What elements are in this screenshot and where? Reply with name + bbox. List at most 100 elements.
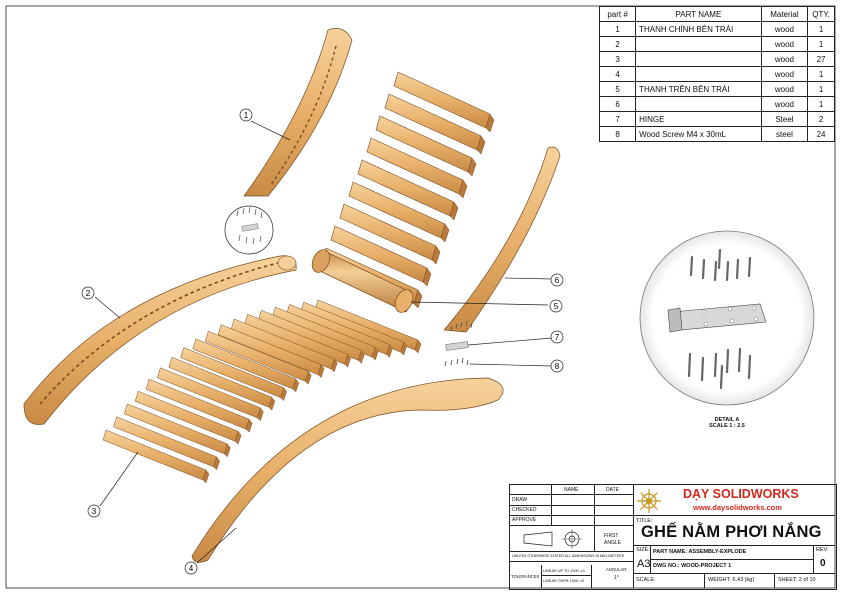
sheet-border <box>5 5 836 589</box>
seat-slat <box>157 367 264 422</box>
tb-row-approve: APPROVE <box>512 517 537 523</box>
screw-mark <box>450 325 453 332</box>
bom-qty: 1 <box>807 36 835 52</box>
balloon: 2 <box>81 286 95 300</box>
balloon: 7 <box>550 330 564 344</box>
balloon-number: 3 <box>92 507 97 516</box>
back-slat <box>330 225 432 287</box>
part-1-main-left-rail <box>23 255 297 425</box>
bom-part-num: 7 <box>598 111 637 127</box>
seat-slat <box>124 403 231 458</box>
tb-note: UNLESS OTHERWISE STATED ALL DIMENSIONS I… <box>512 554 625 558</box>
screw-mark <box>444 360 447 367</box>
bom-qty: 1 <box>807 81 835 97</box>
bom-part-num: 6 <box>598 96 637 112</box>
screw-mark <box>747 354 752 380</box>
tb-col-name: NAME <box>564 487 579 493</box>
seat-slat <box>230 318 338 373</box>
bom-material: steel <box>760 126 809 142</box>
screw-mark <box>259 235 262 243</box>
brand-name: DẠY SOLIDWORKS <box>683 487 799 501</box>
part-8-wood-screws <box>444 320 473 367</box>
tb-tolerance-label: TOLERANCES <box>511 574 540 579</box>
bom-material: wood <box>760 81 809 97</box>
bom-part-num: 1 <box>598 21 637 37</box>
bom-part-num: 2 <box>598 36 637 52</box>
detail-a-view <box>639 230 815 406</box>
bom-material: wood <box>760 36 809 52</box>
screw-mark <box>735 258 740 280</box>
screw-mark <box>242 207 245 215</box>
balloon-circle <box>87 504 101 518</box>
screw-mark <box>238 234 241 242</box>
screw-mark <box>252 237 255 245</box>
seat-slat <box>145 378 253 433</box>
bom-material: wood <box>760 21 809 37</box>
balloon-number: 1 <box>244 111 249 120</box>
bom-qty: 1 <box>807 21 835 37</box>
tb-col-date: DATE <box>606 487 619 493</box>
projection-symbol <box>523 529 582 549</box>
bom-material: Steel <box>760 111 809 127</box>
balloon-number: 4 <box>189 564 194 573</box>
detail-caption-scale: SCALE 1 : 2.5 <box>709 423 745 429</box>
back-slat <box>375 115 477 177</box>
screw-mark <box>455 323 458 330</box>
tb-angular-value: 1° <box>614 575 619 581</box>
bom-material: wood <box>760 96 809 112</box>
balloon-circle <box>549 299 563 313</box>
screw-mark <box>689 255 694 277</box>
screw-mark <box>470 322 473 329</box>
bom-part-name: Wood Screw M4 x 30mL <box>635 126 762 142</box>
screw-mark <box>465 320 468 327</box>
part-3-seat-slats <box>102 299 422 484</box>
screw-mark <box>460 321 463 328</box>
bom-header-row: part # PART NAME Material QTY. <box>598 6 835 22</box>
balloon: 8 <box>550 359 564 373</box>
seat-slat <box>134 390 242 445</box>
bom-part-name: THANH TRÊN BÊN TRÁI <box>635 81 762 97</box>
tb-projection-2: ANGLE <box>604 540 621 546</box>
detail-a-caption: DETAIL A SCALE 1 : 2.5 <box>687 417 767 429</box>
balloon-circle <box>239 108 253 122</box>
detail-caption-title: DETAIL A <box>714 417 740 423</box>
bom-qty: 1 <box>807 96 835 112</box>
balloon: 1 <box>239 108 253 122</box>
tb-size-label: SIZE: <box>636 547 650 553</box>
seat-slat <box>244 313 351 368</box>
bom-qty: 27 <box>807 51 835 67</box>
bom-part-name <box>635 51 762 67</box>
screw-mark <box>747 256 752 278</box>
seat-slat <box>204 330 312 385</box>
balloon: 3 <box>87 504 101 518</box>
bom-material: wood <box>760 51 809 67</box>
screw-mark <box>713 260 718 282</box>
tb-size: A3 <box>637 558 651 570</box>
seat-slat <box>180 347 287 401</box>
seat-slat <box>113 416 220 471</box>
bom-header-part-num: part # <box>598 6 637 22</box>
back-slat <box>366 137 468 199</box>
balloon: 4 <box>184 561 198 575</box>
tb-dwg-no: DWG NO.: WOOD-PROJECT 1 <box>653 563 732 569</box>
tb-title-label: TITLE: <box>636 518 653 524</box>
back-slat <box>339 203 441 265</box>
screw-mark <box>701 258 706 280</box>
balloon-number: 7 <box>555 333 560 342</box>
balloon-number: 8 <box>555 362 560 371</box>
bom-part-num: 4 <box>598 66 637 82</box>
title-block: NAME DATE DRAW CHECKED APPROVE FIRST ANG… <box>509 484 837 590</box>
tb-part-name: PART NAME: ASSEMBLY-EXPLODE <box>653 549 747 555</box>
screw-mark <box>450 359 453 366</box>
bom-part-name <box>635 36 762 52</box>
seat-slat <box>258 310 365 364</box>
bom-header-qty: QTY. <box>807 6 835 22</box>
seat-slat <box>168 356 276 411</box>
